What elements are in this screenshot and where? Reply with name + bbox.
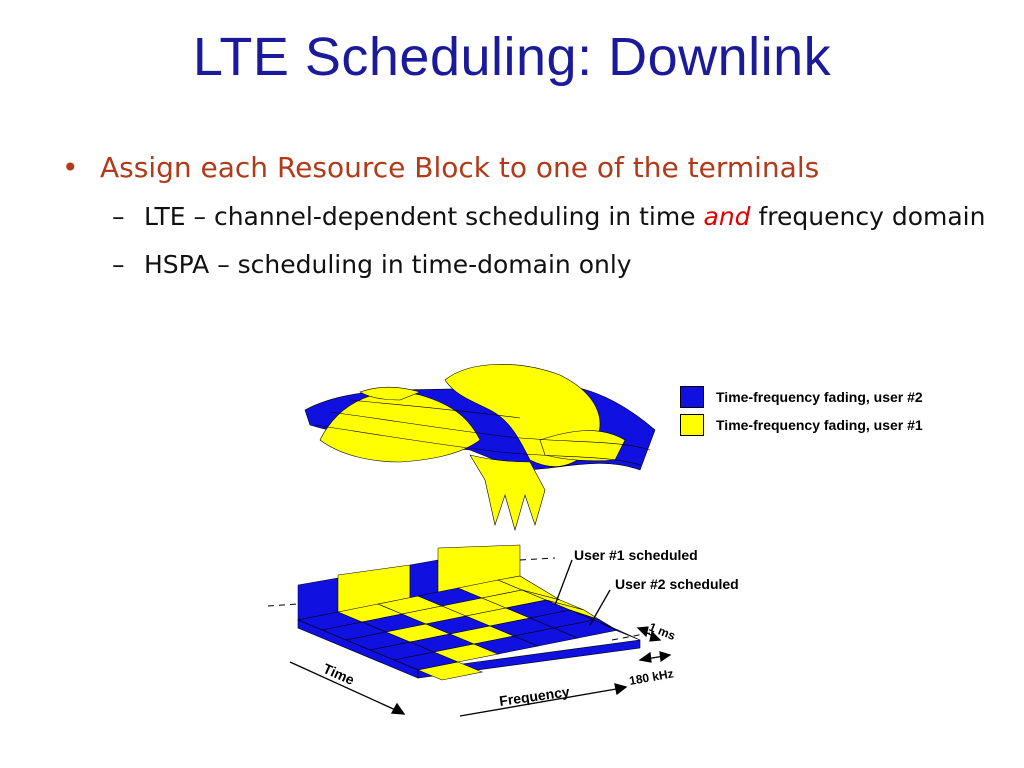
sub-bullet-hspa-text: HSPA – scheduling in time-domain only [144, 250, 632, 280]
axis-arrows [289, 661, 628, 717]
sub-bullet-lte-text-post: frequency domain [750, 202, 986, 231]
legend-label-user1: Time-frequency fading, user #1 [716, 417, 923, 433]
resource-block-grid [296, 575, 641, 681]
legend-item-user2: Time-frequency fading, user #2 [680, 384, 923, 410]
legend-swatch-blue [680, 386, 704, 408]
bullet-dot: • [62, 151, 79, 184]
emphasis-and: and [703, 202, 751, 231]
surface-user1-right [539, 430, 626, 462]
fading-surface [304, 364, 656, 532]
dash-marker: – [112, 202, 125, 231]
slide-title: LTE Scheduling: Downlink [192, 27, 832, 87]
bullet-main-text: Assign each Resource Block to one of the… [100, 151, 820, 184]
surface-user1-dips [469, 454, 546, 532]
sub-bullet-lte: – LTE – channel-dependent scheduling in … [62, 199, 992, 235]
dimension-arrows [636, 626, 672, 663]
surface-user1-back [359, 386, 421, 401]
legend-label-user2: Time-frequency fading, user #2 [716, 389, 923, 405]
bullet-list: • Assign each Resource Block to one of t… [62, 150, 992, 284]
legend-swatch-yellow [680, 414, 704, 436]
legend-item-user1: Time-frequency fading, user #1 [680, 412, 923, 438]
label-user2-scheduled: User #2 scheduled [615, 576, 739, 592]
label-180khz: 180 kHz [628, 666, 674, 688]
sub-bullet-lte-text-pre: LTE – channel-dependent scheduling in ti… [144, 202, 704, 231]
label-user1-scheduled: User #1 scheduled [574, 547, 698, 563]
bullet-main: • Assign each Resource Block to one of t… [62, 150, 992, 185]
dash-marker: – [112, 250, 125, 280]
sub-bullet-hspa: – HSPA – scheduling in time-domain only [62, 247, 992, 283]
label-frequency-axis: Frequency [498, 683, 571, 709]
callout-lines [554, 559, 611, 626]
legend: Time-frequency fading, user #2 Time-freq… [680, 384, 923, 440]
